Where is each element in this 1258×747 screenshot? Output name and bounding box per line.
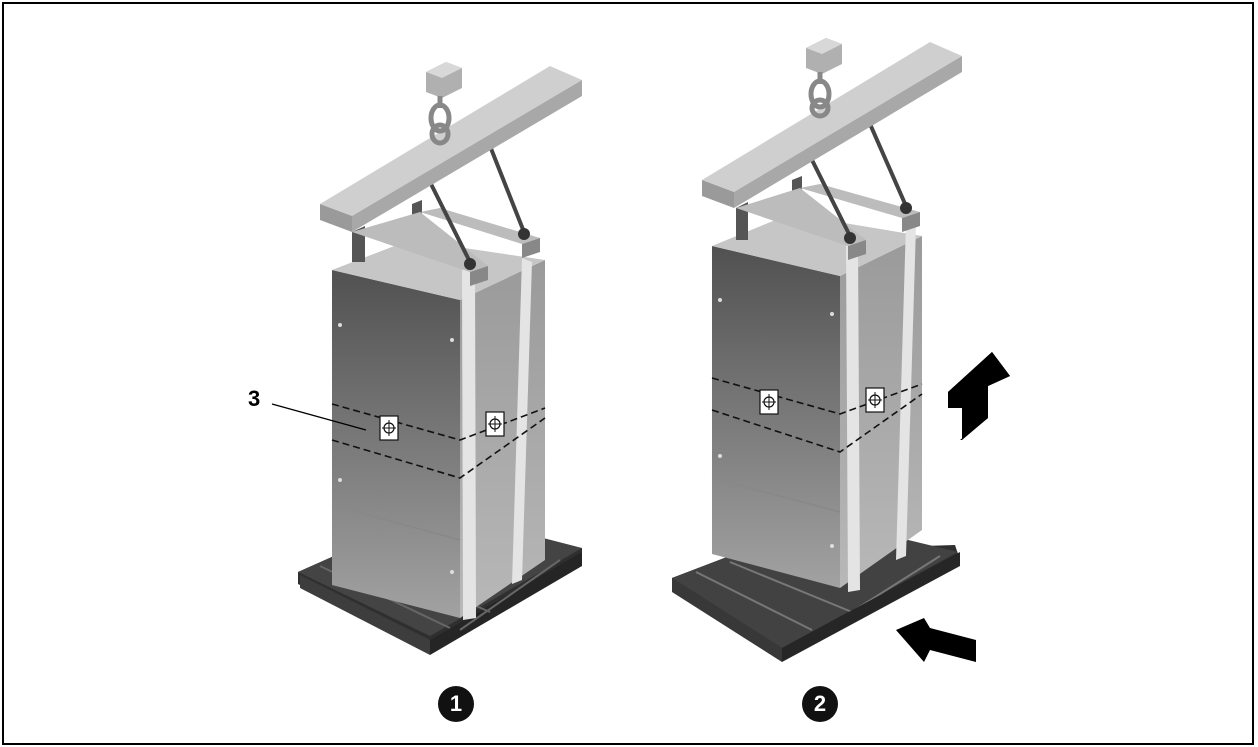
lifting-beam-icon <box>702 42 962 208</box>
crane-hook-icon <box>426 62 462 146</box>
step-1-badge: 1 <box>438 686 474 722</box>
center-of-gravity-icon <box>865 387 885 413</box>
scene-step-2 <box>672 38 1010 662</box>
scene-step-1: 3 <box>248 62 582 655</box>
step-2-badge: 2 <box>802 686 838 722</box>
callout-leader-line <box>271 403 367 431</box>
center-of-gravity-icon <box>759 389 779 415</box>
callout-label: 3 <box>248 386 260 411</box>
center-of-gravity-icon <box>485 411 505 437</box>
lift-up-arrow-icon <box>948 352 1010 440</box>
pull-pallet-arrow-icon <box>896 618 976 662</box>
center-of-gravity-icon <box>379 415 399 441</box>
cabinet-icon <box>331 240 546 620</box>
crane-hook-icon <box>806 38 842 119</box>
spreader-bar <box>352 200 540 286</box>
pallet-icon <box>672 538 960 662</box>
cabinet-icon <box>711 214 923 592</box>
lifting-beam-icon <box>320 66 582 232</box>
